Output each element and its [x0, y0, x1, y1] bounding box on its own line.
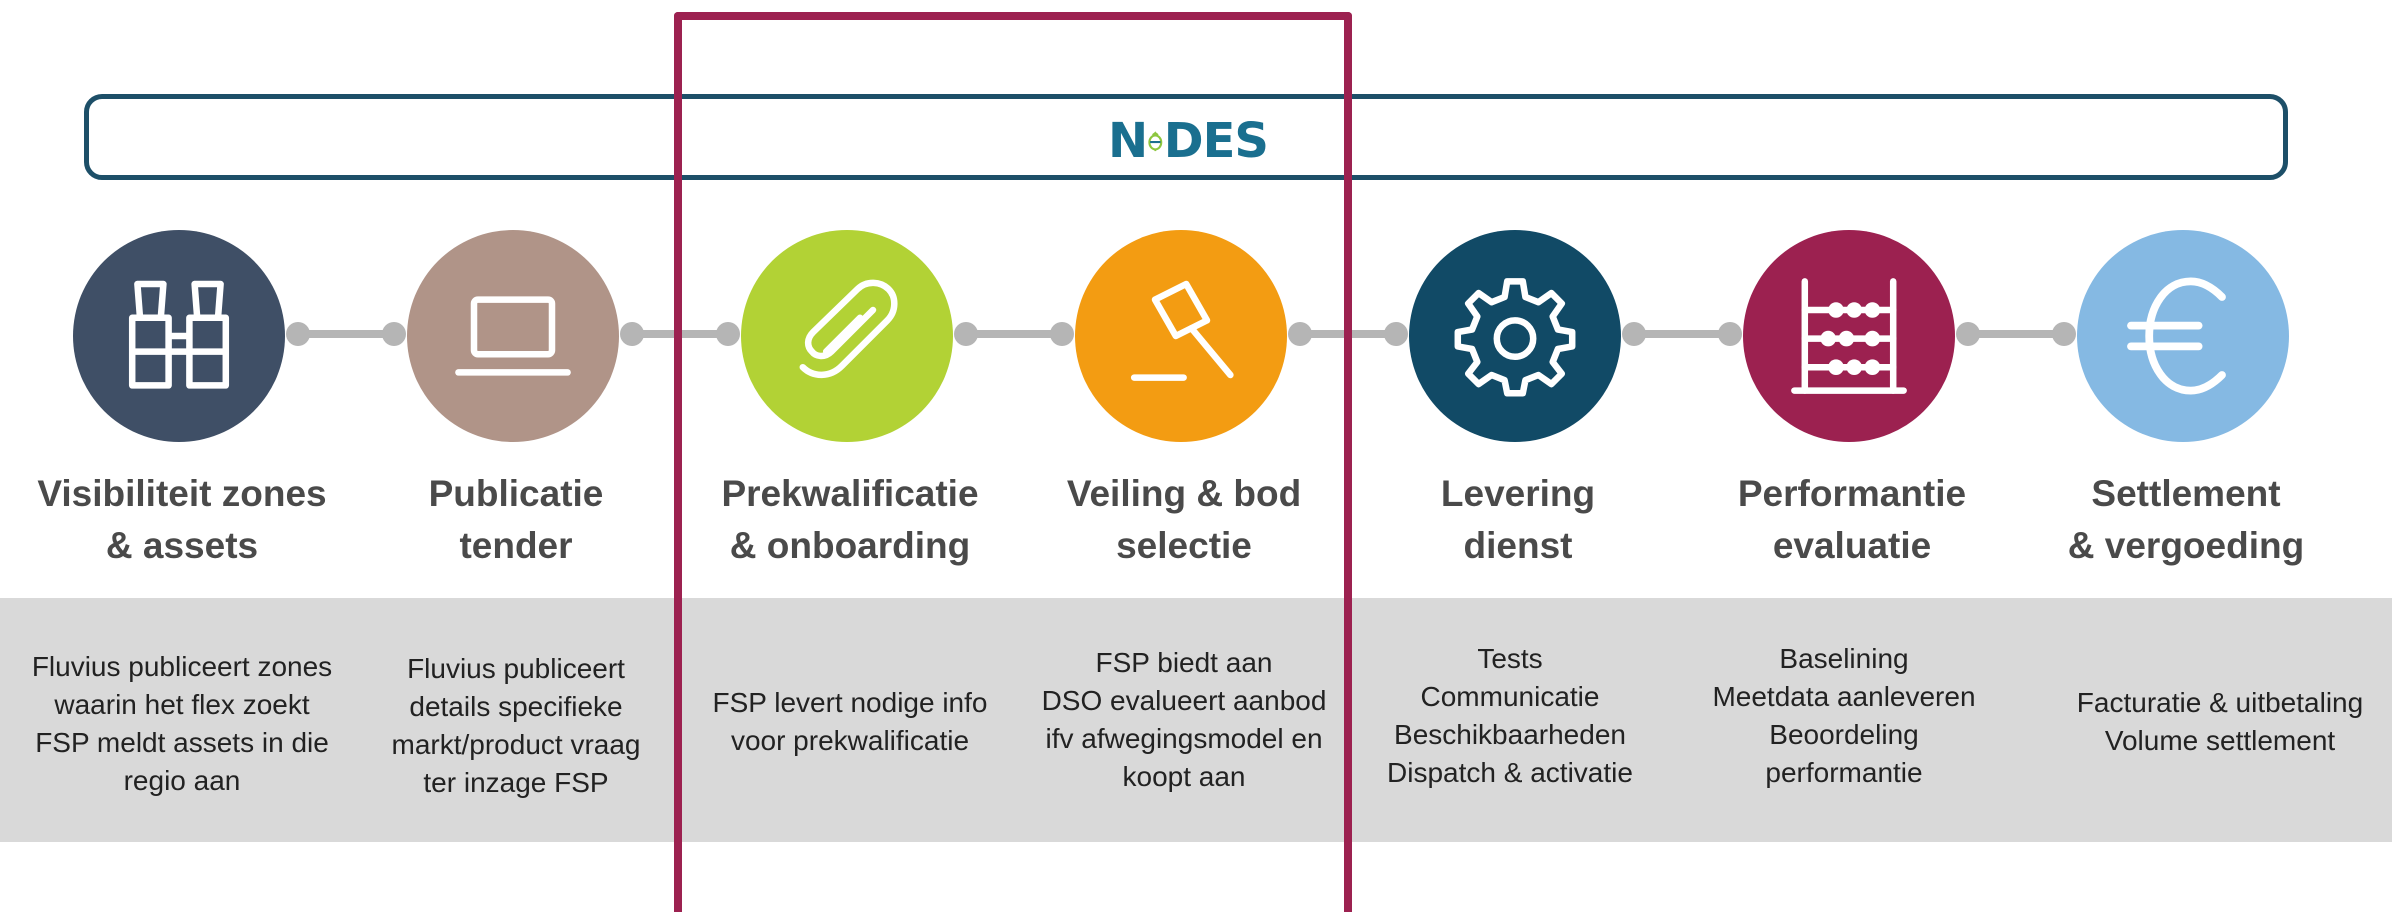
step-title-line: & assets	[105, 525, 259, 566]
step-desc-veiling: FSP biedt aan DSO evalueert aanbod ifv a…	[1016, 644, 1352, 796]
desc-line: FSP levert nodige info	[712, 687, 988, 718]
step-title-veiling: Veiling & bod selectie	[1019, 468, 1349, 572]
step-title-line: evaluatie	[1772, 525, 1932, 566]
connector	[286, 322, 406, 346]
desc-line: Facturatie & uitbetaling	[2076, 687, 2364, 718]
step-circle-visibiliteit	[73, 230, 285, 442]
desc-line: ter inzage FSP	[423, 767, 609, 798]
nodes-logo: N DES	[1108, 108, 1269, 174]
step-title-line: Publicatie	[428, 473, 604, 514]
description-band	[0, 598, 2392, 842]
step-title-line: Levering	[1440, 473, 1596, 514]
step-circle-settlement	[2077, 230, 2289, 442]
gear-icon	[1454, 278, 1576, 397]
step-title-line: tender	[459, 525, 573, 566]
step-title-line: Veiling & bod	[1066, 473, 1302, 514]
step-title-visibiliteit: Visibiliteit zones & assets	[17, 468, 347, 572]
logo-text-des: DES	[1163, 113, 1269, 169]
connector	[1622, 322, 1742, 346]
connector	[954, 322, 1074, 346]
step-circle-prekwalificatie	[741, 230, 953, 442]
step-title-line: Visibiliteit zones	[37, 473, 327, 514]
connector	[1288, 322, 1408, 346]
step-title-line: selectie	[1116, 525, 1252, 566]
step-title-prekwalificatie: Prekwalificatie & onboarding	[685, 468, 1015, 572]
desc-line: Baselining	[1779, 643, 1909, 674]
step-desc-settlement: Facturatie & uitbetaling Volume settleme…	[2052, 684, 2388, 760]
step-title-line: Settlement	[2091, 473, 2281, 514]
desc-line: FSP meldt assets in die	[35, 727, 329, 758]
desc-line: markt/product vraag	[391, 729, 641, 760]
step-title-line: Performantie	[1737, 473, 1967, 514]
desc-line: FSP biedt aan	[1095, 647, 1273, 678]
desc-line: Beoordeling	[1769, 719, 1919, 750]
desc-line: details specifieke	[409, 691, 623, 722]
step-title-line: Prekwalificatie	[721, 473, 979, 514]
step-title-line: & onboarding	[729, 525, 971, 566]
step-title-performantie: Performantie evaluatie	[1687, 468, 2017, 572]
step-desc-visibiliteit: Fluvius publiceert zones waarin het flex…	[14, 648, 350, 800]
nodes-platform-bar	[84, 94, 2288, 180]
desc-line: performantie	[1765, 757, 1923, 788]
acorn-icon	[1148, 131, 1163, 152]
desc-line: waarin het flex zoekt	[54, 689, 310, 720]
logo-text-n: N	[1108, 113, 1148, 169]
binoculars-icon	[128, 280, 230, 389]
step-desc-publicatie: Fluvius publiceert details specifieke ma…	[348, 650, 684, 802]
connector	[620, 322, 740, 346]
step-title-publicatie: Publicatie tender	[351, 468, 681, 572]
abacus-icon	[1791, 278, 1907, 394]
step-desc-levering: Tests Communicatie Beschikbaarheden Disp…	[1342, 640, 1678, 792]
step-circle-publicatie	[407, 230, 619, 442]
step-title-settlement: Settlement & vergoeding	[2021, 468, 2351, 572]
desc-line: koopt aan	[1122, 761, 1246, 792]
step-title-line: & vergoeding	[2067, 525, 2305, 566]
step-desc-prekwalificatie: FSP levert nodige info voor prekwalifica…	[682, 684, 1018, 760]
desc-line: Dispatch & activatie	[1387, 757, 1633, 788]
step-circle-levering	[1409, 230, 1621, 442]
step-title-levering: Levering dienst	[1353, 468, 1683, 572]
step-title-line: dienst	[1463, 525, 1573, 566]
paperclip-icon	[799, 279, 898, 379]
step-circle-veiling	[1075, 230, 1287, 442]
gavel-icon	[1130, 280, 1234, 381]
desc-line: Volume settlement	[2104, 725, 2336, 756]
desc-line: Communicatie	[1420, 681, 1600, 712]
step-circle-performantie	[1743, 230, 1955, 442]
desc-line: DSO evalueert aanbod	[1041, 685, 1327, 716]
desc-line: ifv afwegingsmodel en	[1045, 723, 1323, 754]
desc-line: Fluvius publiceert	[407, 653, 625, 684]
desc-line: Beschikbaarheden	[1394, 719, 1626, 750]
connector	[1956, 322, 2076, 346]
desc-line: Tests	[1477, 643, 1543, 674]
desc-line: Fluvius publiceert zones	[31, 651, 333, 682]
step-desc-performantie: Baselining Meetdata aanleveren Beoordeli…	[1676, 640, 2012, 792]
laptop-icon	[455, 296, 571, 376]
desc-line: Meetdata aanleveren	[1712, 681, 1976, 712]
desc-line: regio aan	[123, 765, 241, 796]
desc-line: voor prekwalificatie	[730, 725, 970, 756]
euro-icon	[2127, 277, 2226, 395]
